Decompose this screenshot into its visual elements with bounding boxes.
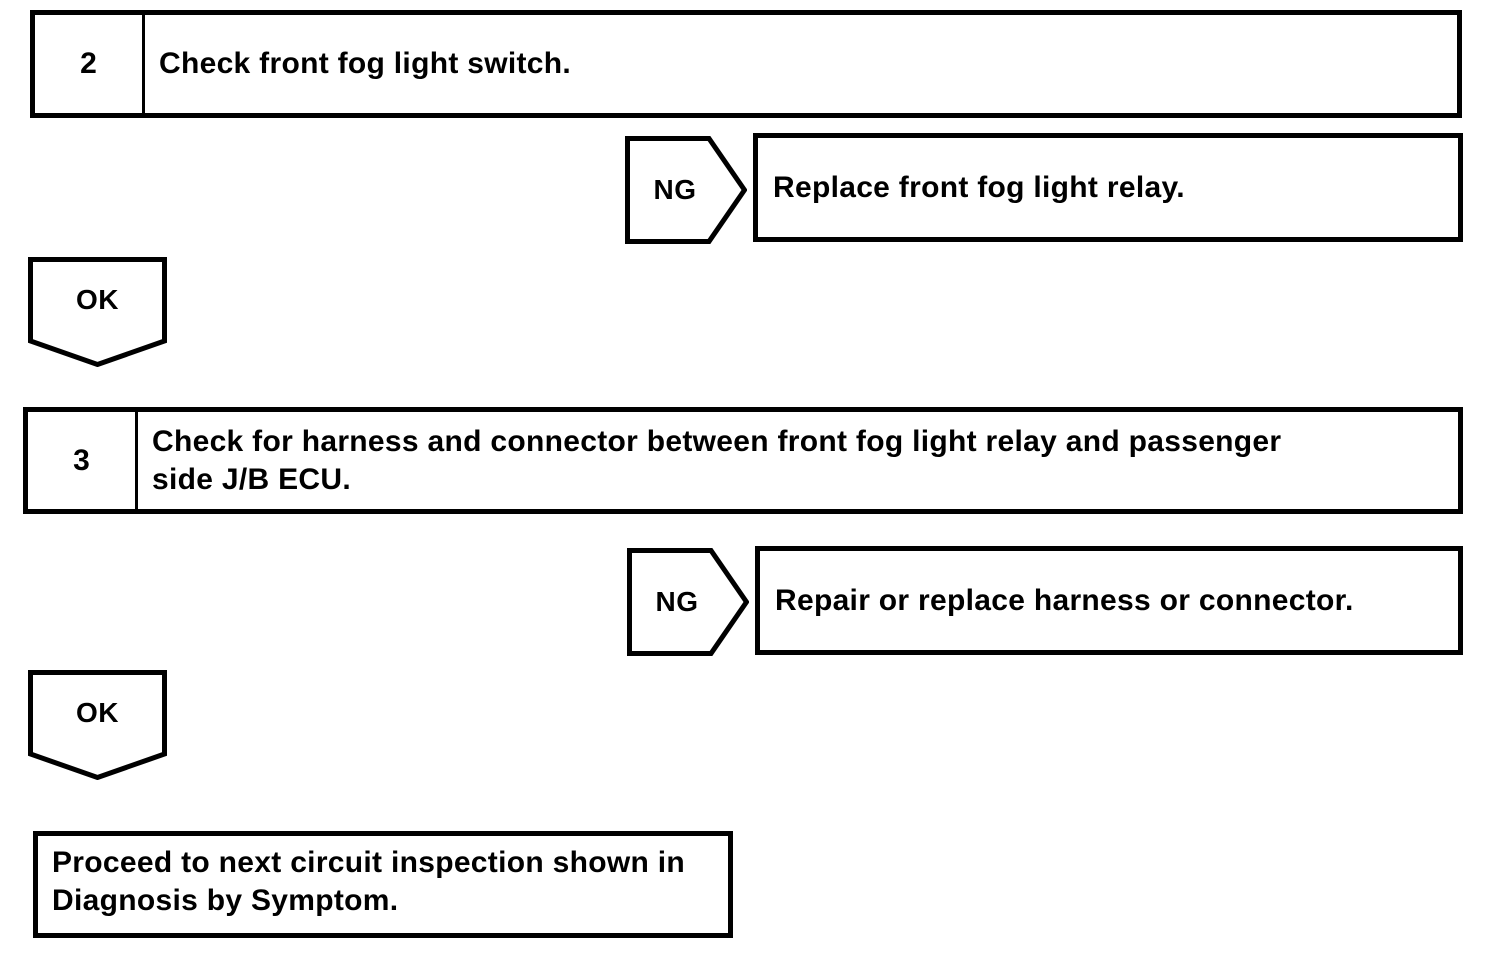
step-3-box: 3 Check for harness and connector betwee…	[23, 407, 1463, 514]
step-3-instruction-line-2: side J/B ECU.	[152, 462, 351, 496]
ok-label-2: OK	[76, 697, 119, 728]
ng-connector-2: NG	[627, 548, 749, 656]
conclusion-line-2: Diagnosis by Symptom.	[52, 884, 399, 917]
conclusion-line-1: Proceed to next circuit inspection shown…	[52, 846, 685, 879]
ng-result-box-2: Repair or replace harness or connector.	[755, 546, 1463, 655]
step-3-instruction: Check for harness and connector between …	[138, 412, 1458, 509]
ng-arrow-icon	[625, 136, 747, 244]
ok-label-1: OK	[76, 284, 119, 315]
ng-label-1: NG	[653, 174, 697, 205]
conclusion-box: Proceed to next circuit inspection shown…	[33, 831, 733, 938]
ok-connector-1: OK	[28, 257, 167, 367]
ng-label-2: NG	[655, 586, 699, 617]
step-2-number: 2	[35, 15, 145, 113]
ok-arrow-icon	[28, 257, 167, 367]
ng-result-box-1: Replace front fog light relay.	[753, 133, 1463, 242]
ok-connector-2: OK	[28, 670, 167, 780]
ng-arrow-icon	[627, 548, 749, 656]
ng-result-text-1: Replace front fog light relay.	[773, 170, 1185, 204]
step-2-instruction: Check front fog light switch.	[145, 15, 1457, 113]
step-2-instruction-text: Check front fog light switch.	[159, 47, 572, 80]
ng-result-text-2: Repair or replace harness or connector.	[775, 583, 1354, 617]
step-3-instruction-line-1: Check for harness and connector between …	[152, 424, 1282, 458]
step-3-number: 3	[28, 412, 138, 509]
ok-arrow-icon	[28, 670, 167, 780]
ng-connector-1: NG	[625, 136, 747, 244]
step-2-box: 2 Check front fog light switch.	[30, 10, 1462, 118]
